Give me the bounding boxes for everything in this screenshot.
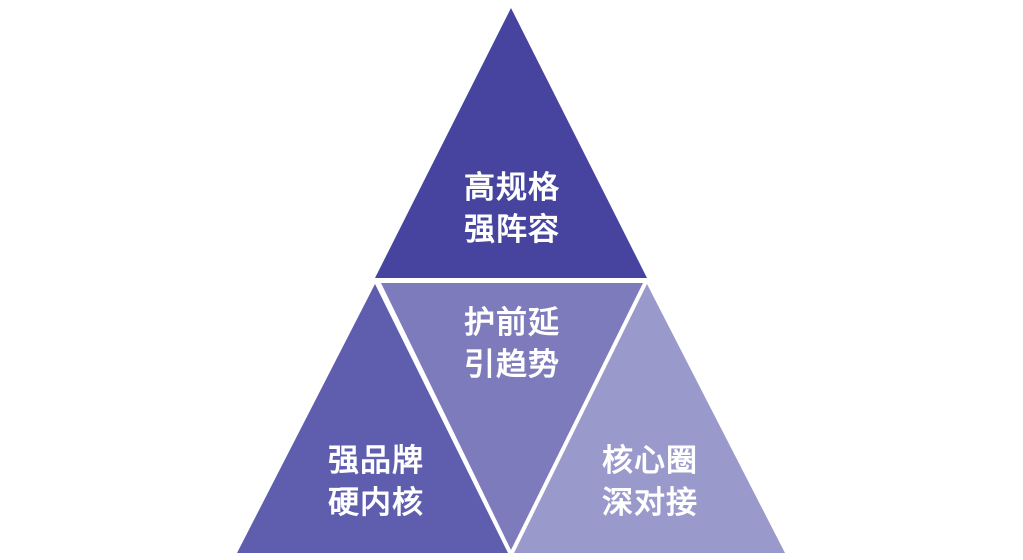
middle-label-line: 护前延	[464, 305, 560, 341]
left-label-line: 硬内核	[328, 485, 424, 521]
top-label-line: 高规格	[464, 170, 560, 206]
middle-inverted-triangle	[381, 283, 643, 550]
left-label: 强品牌 硬内核	[306, 440, 446, 524]
right-triangle	[514, 284, 785, 553]
right-label: 核心圈 深对接	[580, 440, 720, 524]
top-label-line: 强阵容	[464, 212, 560, 248]
right-label-line: 深对接	[602, 485, 698, 521]
top-label: 高规格 强阵容	[442, 167, 582, 251]
middle-label-line: 引趋势	[464, 347, 560, 383]
top-triangle	[375, 8, 647, 278]
right-label-line: 核心圈	[602, 443, 698, 479]
left-label-line: 强品牌	[328, 443, 424, 479]
middle-label: 护前延 引趋势	[442, 302, 582, 386]
left-triangle	[237, 284, 508, 553]
